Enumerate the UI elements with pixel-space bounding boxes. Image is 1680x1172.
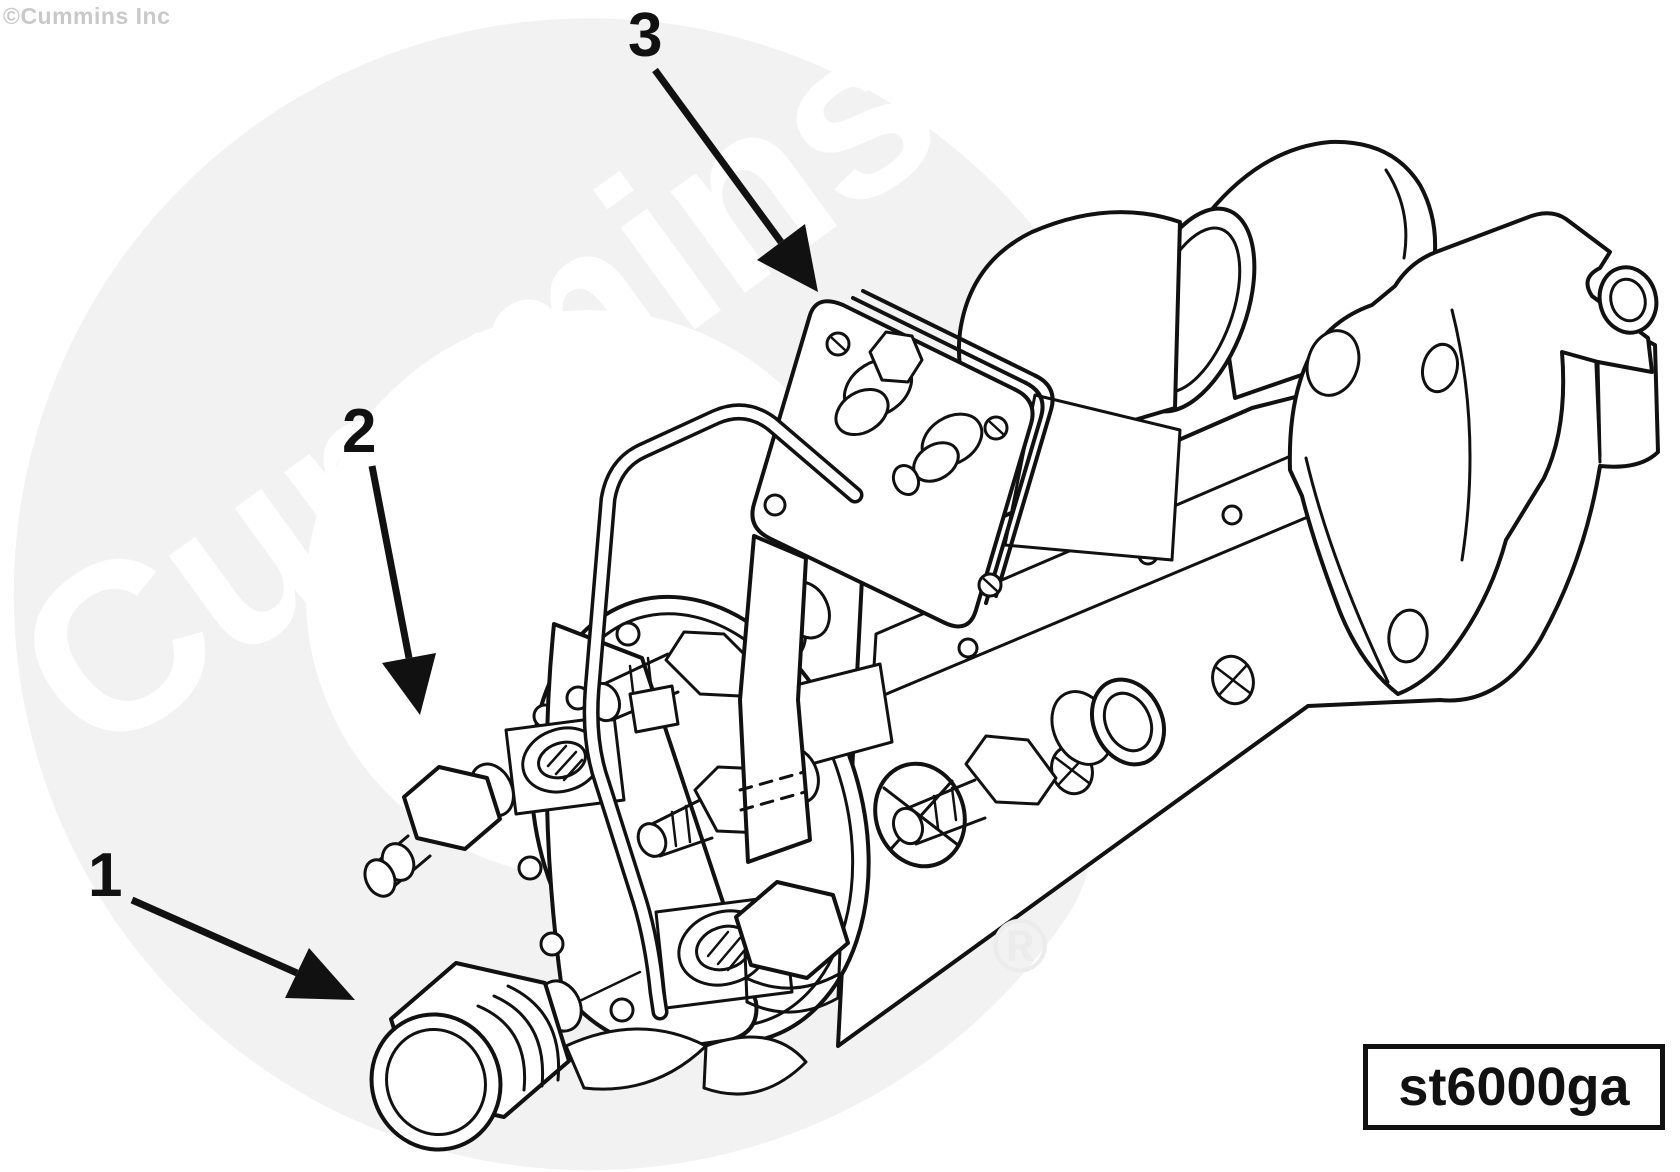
callout-3-arrowhead [757, 224, 818, 292]
callout-3-label: 3 [628, 1, 662, 70]
bracket-clamp-curl [1597, 265, 1659, 335]
callout-1: 1 [88, 841, 355, 1000]
solenoid-terminal-plate [750, 289, 1055, 629]
terminal-strap [734, 534, 850, 1014]
terminal-nut [734, 880, 850, 980]
callout-1-arrowhead [285, 948, 355, 1000]
copyright-text: ©Cummins Inc [3, 3, 171, 29]
callout-1-label: 1 [88, 841, 122, 910]
shift-lever-cover [564, 1027, 808, 1096]
wire-tube [582, 403, 864, 1021]
watermark-registered-icon: ® [992, 904, 1048, 989]
large-threaded-plug-part1 [369, 961, 583, 1152]
small-hex-fitting-part2 [363, 762, 515, 898]
tube-clamp [628, 684, 680, 734]
solenoid-cylinder [957, 210, 1182, 562]
callout-3: 3 [628, 1, 818, 292]
starter-motor-illustration: ® [363, 139, 1660, 1152]
callout-2-label: 2 [342, 397, 376, 466]
figure-code-box: st6000ga [1363, 1044, 1665, 1130]
mounting-bracket [1287, 211, 1659, 696]
callout-2: 2 [342, 397, 436, 715]
callout-2-arrowhead [382, 653, 436, 715]
figure-code-label: st6000ga [1398, 1057, 1630, 1117]
